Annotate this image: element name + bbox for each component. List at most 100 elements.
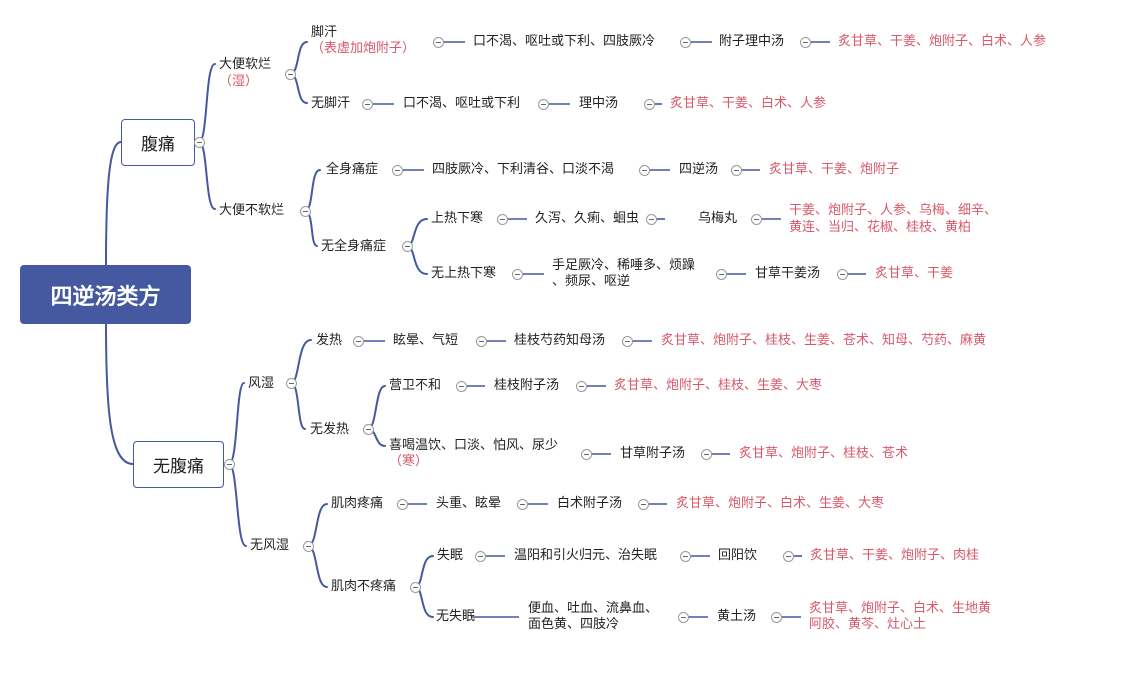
collapse-toggle-icon[interactable] xyxy=(362,99,373,110)
collapse-toggle-icon[interactable] xyxy=(837,269,848,280)
node-formula[interactable]: 黄土汤 xyxy=(717,609,757,624)
node-symptoms[interactable]: 、频尿、呕逆 xyxy=(552,274,631,289)
node-symptoms[interactable]: 手足厥冷、稀唾多、烦躁 xyxy=(552,258,696,273)
collapse-toggle-icon[interactable] xyxy=(731,165,742,176)
collapse-toggle-icon[interactable] xyxy=(783,551,794,562)
node-symptoms[interactable]: 温阳和引火归元、治失眠 xyxy=(514,548,658,563)
collapse-toggle-icon[interactable] xyxy=(286,378,297,389)
collapse-toggle-icon[interactable] xyxy=(402,241,413,252)
node-muscle-pain[interactable]: 肌肉疼痛 xyxy=(331,496,384,511)
node-yingwei[interactable]: 营卫不和 xyxy=(389,378,442,393)
collapse-toggle-icon[interactable] xyxy=(680,551,691,562)
node-herbs[interactable]: 炙甘草、干姜 xyxy=(875,266,954,281)
collapse-toggle-icon[interactable] xyxy=(622,336,633,347)
node-symptoms[interactable]: 口不渴、呕吐或下利、四肢厥冷 xyxy=(473,34,656,49)
node-formula[interactable]: 附子理中汤 xyxy=(719,34,785,49)
collapse-toggle-icon[interactable] xyxy=(576,381,587,392)
node-foot-sweat[interactable]: 脚汗 xyxy=(311,25,338,40)
collapse-toggle-icon[interactable] xyxy=(397,499,408,510)
collapse-toggle-icon[interactable] xyxy=(353,336,364,347)
node-herbs[interactable]: 炙甘草、炮附子、桂枝、苍术 xyxy=(739,446,909,461)
node-formula[interactable]: 甘草附子汤 xyxy=(620,446,686,461)
node-formula[interactable]: 桂枝芍药知母汤 xyxy=(514,333,606,348)
node-not-loose-stool[interactable]: 大便不软烂 xyxy=(219,203,285,218)
collapse-toggle-icon[interactable] xyxy=(476,336,487,347)
node-herbs[interactable]: 阿胶、黄芩、灶心土 xyxy=(809,617,927,632)
node-formula[interactable]: 四逆汤 xyxy=(679,162,719,177)
collapse-toggle-icon[interactable] xyxy=(300,206,311,217)
node-formula[interactable]: 理中汤 xyxy=(579,96,619,111)
collapse-toggle-icon[interactable] xyxy=(800,37,811,48)
collapse-toggle-icon[interactable] xyxy=(433,37,444,48)
collapse-toggle-icon[interactable] xyxy=(680,37,691,48)
node-wind-damp[interactable]: 风湿 xyxy=(248,376,275,391)
node-symptoms[interactable]: 便血、吐血、流鼻血、 xyxy=(528,601,659,616)
node-formula[interactable]: 甘草干姜汤 xyxy=(755,266,821,281)
node-herbs[interactable]: 炙甘草、干姜、炮附子、肉桂 xyxy=(810,548,980,563)
node-upper-heat-lower-cold[interactable]: 上热下寒 xyxy=(431,211,484,226)
node-herbs[interactable]: 炙甘草、干姜、炮附子 xyxy=(769,162,900,177)
link-root-no-abdominal-pain xyxy=(105,323,134,465)
collapse-toggle-icon[interactable] xyxy=(646,214,657,225)
collapse-toggle-icon[interactable] xyxy=(639,165,650,176)
node-herbs[interactable]: 炙甘草、炮附子、白术、生姜、大枣 xyxy=(676,496,885,511)
collapse-toggle-icon[interactable] xyxy=(392,165,403,176)
collapse-toggle-icon[interactable] xyxy=(456,381,467,392)
node-symptoms[interactable]: 头重、眩晕 xyxy=(436,496,502,511)
collapse-toggle-icon[interactable] xyxy=(771,612,782,623)
collapse-toggle-icon[interactable] xyxy=(224,459,235,470)
collapse-toggle-icon[interactable] xyxy=(517,499,528,510)
node-herbs[interactable]: 炙甘草、炮附子、桂枝、生姜、大枣 xyxy=(614,378,823,393)
node-insomnia[interactable]: 失眠 xyxy=(437,548,464,563)
root-node[interactable]: 四逆汤类方 xyxy=(20,265,191,324)
node-no-wind-damp[interactable]: 无风湿 xyxy=(250,538,290,553)
node-no-upper-heat[interactable]: 无上热下寒 xyxy=(431,266,497,281)
node-loose-stool-note: （湿） xyxy=(219,74,259,89)
node-no-insomnia[interactable]: 无失眠 xyxy=(436,609,476,624)
node-fever[interactable]: 发热 xyxy=(316,333,343,348)
node-formula[interactable]: 回阳饮 xyxy=(718,548,758,563)
collapse-toggle-icon[interactable] xyxy=(751,214,762,225)
node-formula[interactable]: 白术附子汤 xyxy=(557,496,623,511)
collapse-toggle-icon[interactable] xyxy=(538,99,549,110)
node-symptoms[interactable]: 面色黄、四肢冷 xyxy=(528,617,620,632)
collapse-toggle-icon[interactable] xyxy=(303,541,314,552)
collapse-toggle-icon[interactable] xyxy=(581,449,592,460)
collapse-toggle-icon[interactable] xyxy=(475,551,486,562)
node-herbs[interactable]: 炙甘草、干姜、白术、人参 xyxy=(670,96,827,111)
link-root-abdominal-pain xyxy=(105,141,122,266)
node-herbs[interactable]: 干姜、炮附子、人参、乌梅、细辛、 xyxy=(789,203,998,218)
node-no-whole-body-pain[interactable]: 无全身痛症 xyxy=(321,239,387,254)
node-symptoms[interactable]: 四肢厥冷、下利清谷、口淡不渴 xyxy=(432,162,615,177)
node-herbs[interactable]: 黄连、当归、花椒、桂枝、黄柏 xyxy=(789,220,972,235)
node-no-abdominal-pain[interactable]: 无腹痛 xyxy=(133,441,224,488)
node-warm-drink[interactable]: 喜喝温饮、口淡、怕风、尿少 xyxy=(389,438,559,453)
collapse-toggle-icon[interactable] xyxy=(285,69,296,80)
node-herbs[interactable]: 炙甘草、干姜、炮附子、白术、人参 xyxy=(838,34,1047,49)
collapse-toggle-icon[interactable] xyxy=(638,499,649,510)
node-symptoms[interactable]: 眩晕、气短 xyxy=(393,333,459,348)
node-whole-body-pain[interactable]: 全身痛症 xyxy=(326,162,379,177)
collapse-toggle-icon[interactable] xyxy=(716,269,727,280)
node-no-muscle-pain[interactable]: 肌肉不疼痛 xyxy=(331,579,397,594)
collapse-toggle-icon[interactable] xyxy=(701,449,712,460)
node-loose-stool[interactable]: 大便软烂 xyxy=(219,57,272,72)
node-symptoms[interactable]: 口不渴、呕吐或下利 xyxy=(403,96,521,111)
node-no-fever[interactable]: 无发热 xyxy=(310,422,350,437)
collapse-toggle-icon[interactable] xyxy=(497,214,508,225)
collapse-toggle-icon[interactable] xyxy=(194,137,205,148)
node-abdominal-pain[interactable]: 腹痛 xyxy=(121,119,195,166)
collapse-toggle-icon[interactable] xyxy=(363,424,374,435)
collapse-toggle-icon[interactable] xyxy=(512,269,523,280)
node-no-foot-sweat[interactable]: 无脚汗 xyxy=(311,96,351,111)
collapse-toggle-icon[interactable] xyxy=(644,99,655,110)
collapse-toggle-icon[interactable] xyxy=(678,612,689,623)
node-warm-drink-note: （寒） xyxy=(389,454,429,469)
collapse-toggle-icon[interactable] xyxy=(410,582,421,593)
node-formula[interactable]: 桂枝附子汤 xyxy=(494,378,560,393)
node-symptoms[interactable]: 久泻、久痢、蛔虫 xyxy=(535,211,640,226)
node-herbs[interactable]: 炙甘草、炮附子、白术、生地黄 xyxy=(809,601,992,616)
node-herbs[interactable]: 炙甘草、炮附子、桂枝、生姜、苍术、知母、芍药、麻黄 xyxy=(661,333,987,348)
node-formula[interactable]: 乌梅丸 xyxy=(698,211,738,226)
